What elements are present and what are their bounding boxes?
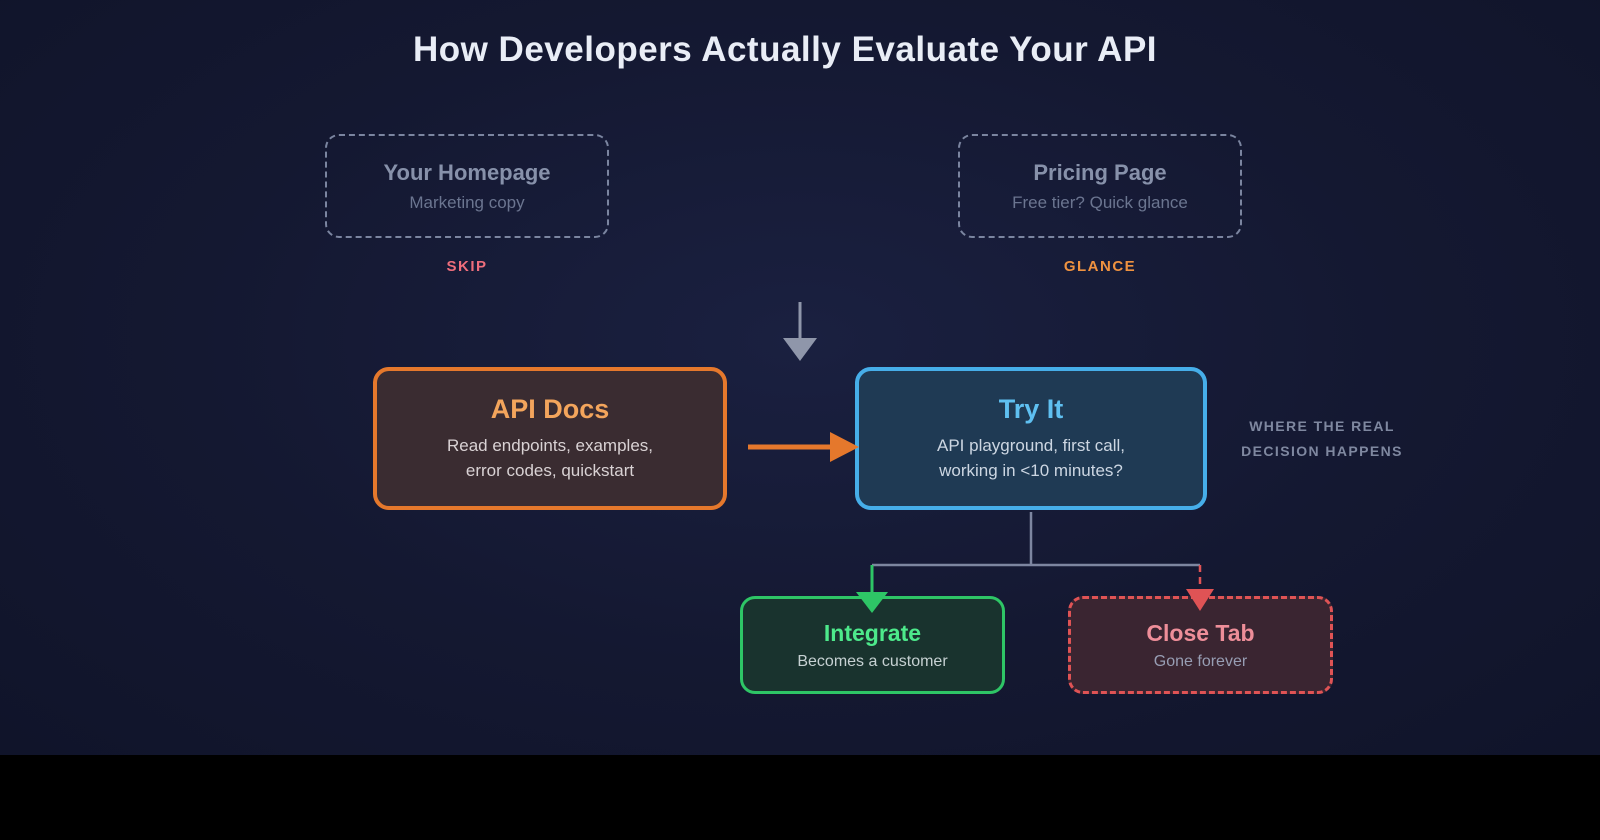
homepage-node-title: Your Homepage <box>383 159 551 185</box>
bottom-letterbox-bar <box>0 755 1600 840</box>
diagram-canvas: How Developers Actually Evaluate Your AP… <box>0 0 1600 755</box>
integrate-node-subtitle: Becomes a customer <box>797 652 948 670</box>
pricing-node: Pricing Page Free tier? Quick glance <box>958 134 1242 238</box>
homepage-node: Your Homepage Marketing copy <box>325 134 609 238</box>
try-it-node-subtitle: API playground, first call, working in <… <box>936 435 1126 480</box>
api-docs-node-subtitle: Read endpoints, examples, error codes, q… <box>446 435 654 480</box>
api-docs-node: API Docs Read endpoints, examples, error… <box>373 367 727 510</box>
close-tab-node-title: Close Tab <box>1146 619 1255 646</box>
api-docs-node-title: API Docs <box>490 393 610 424</box>
try-it-node-title: Try It <box>998 393 1064 424</box>
glance-tag: GLANCE <box>1063 258 1137 275</box>
close-tab-node-subtitle: Gone forever <box>1153 652 1248 670</box>
homepage-node-subtitle: Marketing copy <box>409 192 525 212</box>
pricing-node-title: Pricing Page <box>1033 159 1167 185</box>
integrate-node-title: Integrate <box>823 619 922 646</box>
page-title: How Developers Actually Evaluate Your AP… <box>412 30 1158 69</box>
pricing-node-subtitle: Free tier? Quick glance <box>1012 192 1188 212</box>
decision-side-note: WHERE THE REAL DECISION HAPPENS <box>1241 418 1403 459</box>
close-tab-node: Close Tab Gone forever <box>1068 596 1333 694</box>
integrate-node: Integrate Becomes a customer <box>740 596 1005 694</box>
skip-tag: SKIP <box>446 258 488 275</box>
try-it-node: Try It API playground, first call, worki… <box>855 367 1207 510</box>
